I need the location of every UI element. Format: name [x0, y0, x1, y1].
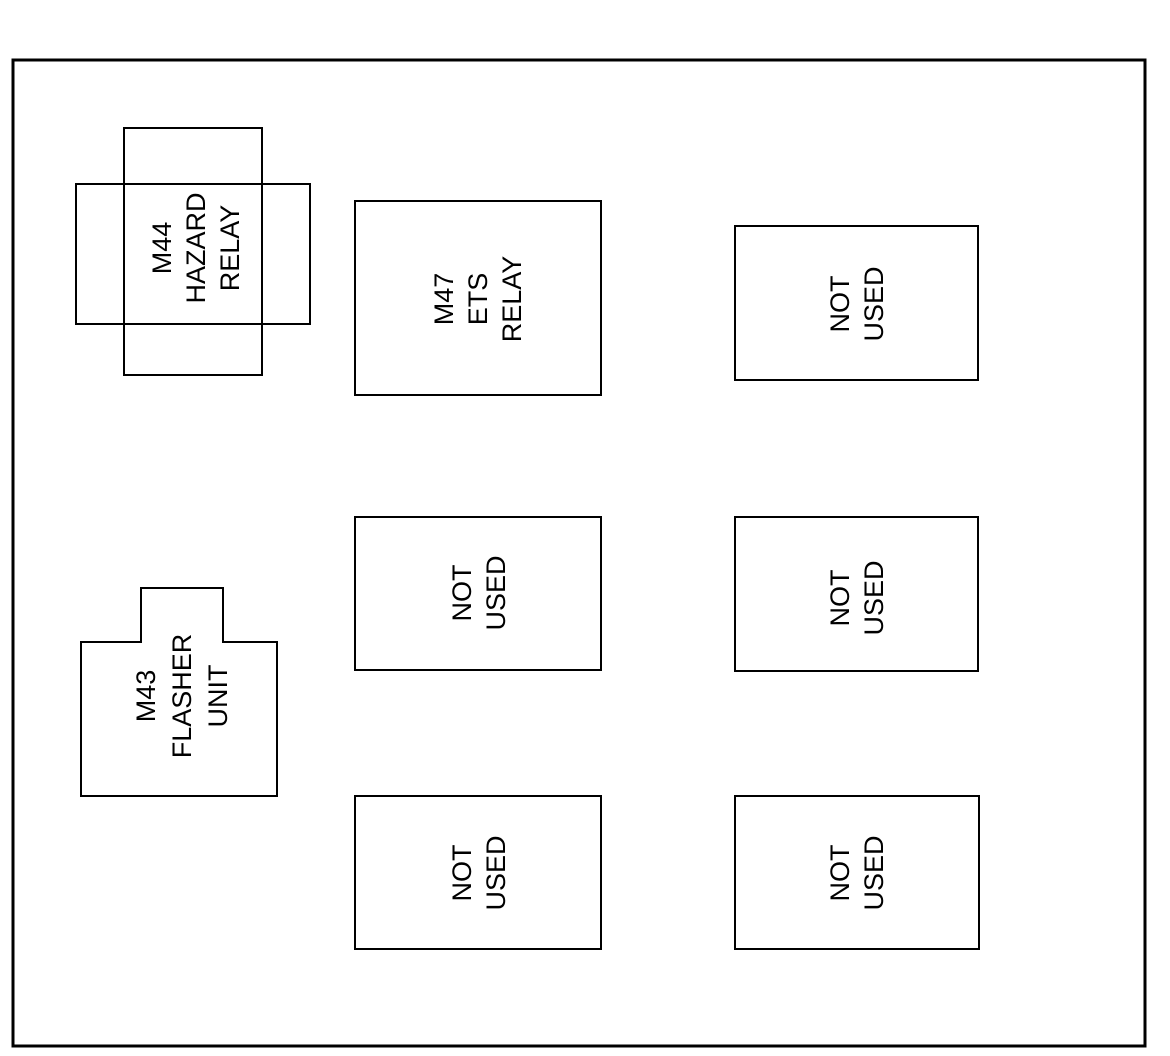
slot-bottom-right-outline — [734, 795, 980, 950]
slot-bottom-right: NOT USED — [734, 795, 980, 950]
ets-relay-line-3: RELAY — [497, 256, 527, 343]
flasher-unit-line-3: UNIT — [203, 665, 233, 728]
ets-relay-line-2: ETS — [463, 273, 493, 326]
ets-relay: M47 ETS RELAY — [354, 200, 602, 396]
slot-middle-center-line-1: NOT — [447, 565, 477, 622]
flasher-unit-outline — [80, 587, 278, 797]
slot-bottom-right-line-1: NOT — [825, 845, 855, 902]
slot-middle-center-line-2: USED — [481, 555, 511, 630]
slot-bottom-center-line-1: NOT — [447, 845, 477, 902]
slot-middle-right-label: NOT USED — [825, 560, 889, 635]
slot-bottom-right-label: NOT USED — [825, 835, 889, 910]
slot-middle-right-line-1: NOT — [825, 570, 855, 627]
slot-bottom-center-line-2: USED — [481, 835, 511, 910]
flasher-unit-line-2: FLASHER — [167, 634, 197, 759]
flasher-unit-line-1: M43 — [131, 670, 161, 723]
slot-top-right-outline — [734, 225, 979, 381]
flasher-unit: M43 FLASHER UNIT — [80, 587, 278, 797]
slot-middle-right-outline — [734, 516, 979, 672]
slot-top-right: NOT USED — [734, 225, 979, 381]
hazard-relay-line-1: M44 — [147, 222, 177, 275]
slot-bottom-center-outline — [354, 795, 602, 950]
ets-relay-label: M47 ETS RELAY — [429, 256, 527, 343]
hazard-relay: M44 HAZARD RELAY — [75, 127, 311, 376]
slot-top-right-label: NOT USED — [825, 266, 889, 341]
hazard-relay-vertical-outline — [123, 127, 263, 376]
hazard-relay-line-3: RELAY — [215, 205, 245, 292]
hazard-relay-label: M44 HAZARD RELAY — [147, 192, 245, 303]
flasher-unit-label: M43 FLASHER UNIT — [131, 634, 233, 759]
slot-middle-center: NOT USED — [354, 516, 602, 671]
slot-middle-right: NOT USED — [734, 516, 979, 672]
hazard-relay-horizontal-outline — [75, 183, 311, 325]
slot-middle-center-label: NOT USED — [447, 555, 511, 630]
slot-bottom-right-line-2: USED — [859, 835, 889, 910]
slot-top-right-line-2: USED — [859, 266, 889, 341]
slot-middle-center-outline — [354, 516, 602, 671]
slot-middle-right-line-2: USED — [859, 560, 889, 635]
ets-relay-line-1: M47 — [429, 273, 459, 326]
ets-relay-outline — [354, 200, 602, 396]
slot-bottom-center-label: NOT USED — [447, 835, 511, 910]
fuse-box-frame — [11, 58, 1147, 1048]
hazard-relay-line-2: HAZARD — [181, 192, 211, 303]
slot-top-right-line-1: NOT — [825, 276, 855, 333]
slot-bottom-center: NOT USED — [354, 795, 602, 950]
